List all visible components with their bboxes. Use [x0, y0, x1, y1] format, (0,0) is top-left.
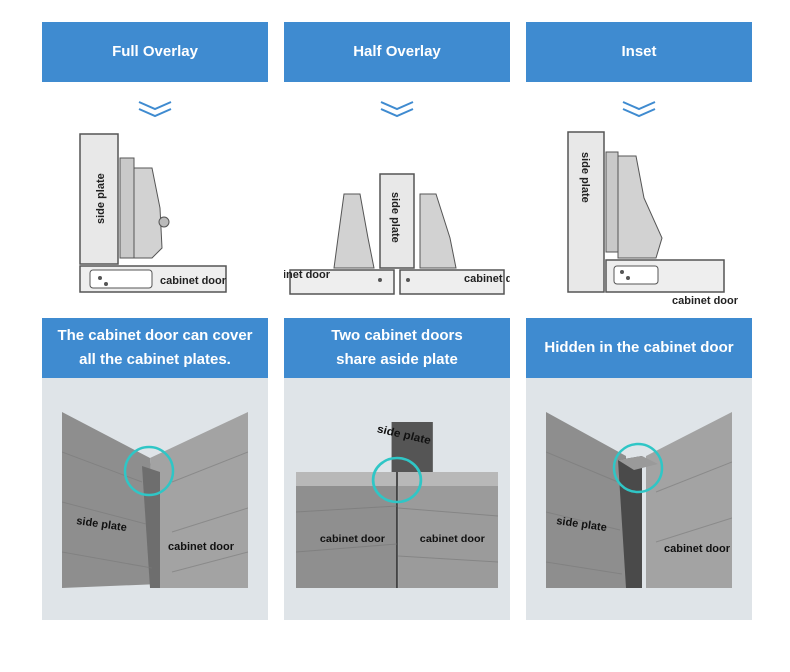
chevron-down-icon — [622, 101, 656, 118]
diagram-cabinet-door-right-label: cabinet door — [464, 273, 510, 285]
full-overlay-photo-panel: side plate cabinet door — [42, 378, 268, 620]
chevron-down-icon — [138, 101, 172, 118]
full-overlay-caption: The cabinet door can cover all the cabin… — [42, 318, 268, 378]
chevron-down-icon — [380, 101, 414, 118]
diagram-side-plate-label: side plate — [389, 192, 401, 243]
diagram-cabinet-door-label: cabinet door — [160, 275, 227, 287]
full-overlay-title: Full Overlay — [42, 22, 268, 82]
half-overlay-caption: Two cabinet doors share aside plate — [284, 318, 510, 378]
half-overlay-title: Half Overlay — [284, 22, 510, 82]
inset-hinge-diagram: side plate cabinet door — [567, 131, 739, 307]
photo-cabinet-door-right-label: cabinet door — [420, 534, 485, 545]
half-overlay-photo: side plate cabinet door cabinet door — [296, 422, 498, 588]
diagram-side-plate-label: side plate — [95, 173, 107, 224]
full-overlay-photo: side plate cabinet door — [62, 412, 248, 588]
photo-cabinet-door-left-label: cabinet door — [320, 534, 385, 545]
inset-photo-panel: side plate cabinet door — [526, 378, 752, 620]
inset-title: Inset — [526, 22, 752, 82]
half-overlay-photo-panel: side plate cabinet door cabinet door — [284, 378, 510, 620]
diagram-side-plate-label: side plate — [579, 152, 591, 203]
full-overlay-hinge-diagram: side plate cabinet door — [79, 133, 227, 293]
photo-cabinet-door-label: cabinet door — [168, 541, 235, 553]
diagram-cabinet-door-label: cabinet door — [672, 295, 739, 307]
photo-cabinet-door-label: cabinet door — [664, 543, 731, 555]
diagram-cabinet-door-left-label: cabinet door — [284, 269, 331, 281]
half-overlay-hinge-diagram: side plate cabinet door cabinet door — [284, 173, 510, 295]
inset-caption: Hidden in the cabinet door — [526, 318, 752, 378]
inset-photo: side plate cabinet door — [546, 412, 732, 588]
